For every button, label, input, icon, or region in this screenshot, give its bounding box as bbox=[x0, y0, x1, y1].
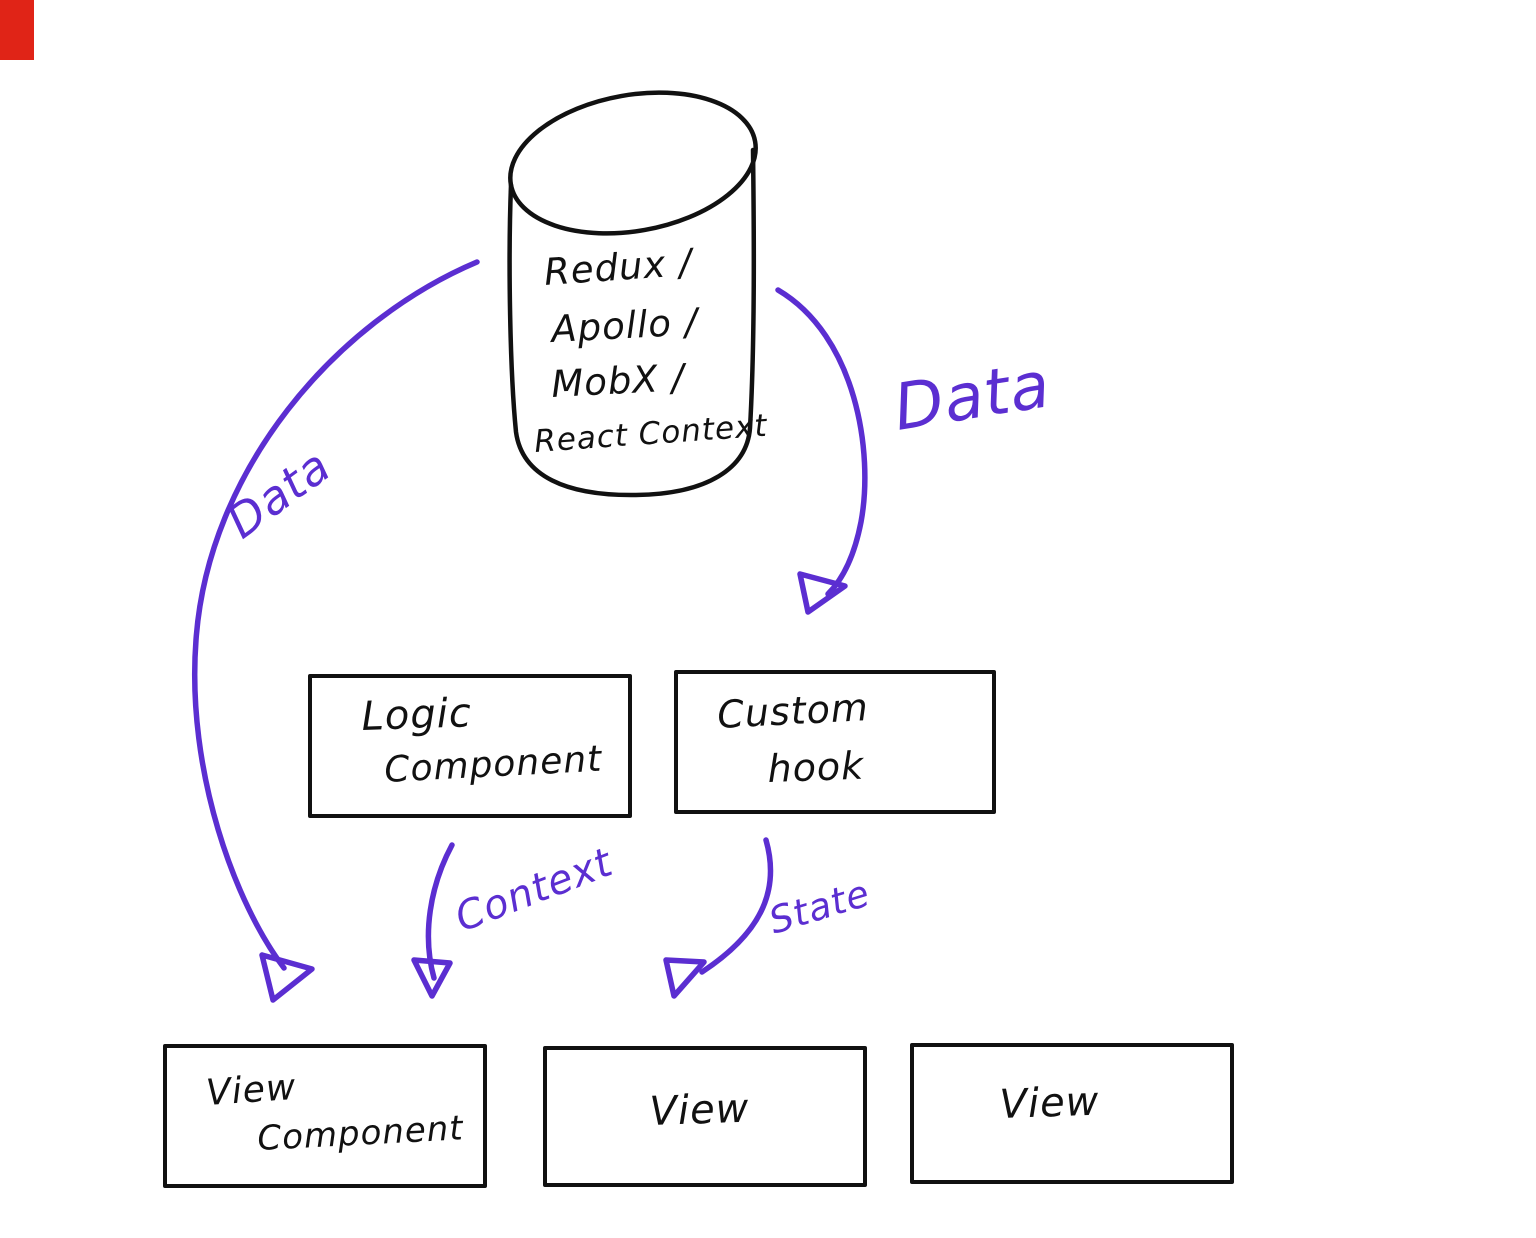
view-middle-box: View bbox=[543, 1046, 867, 1187]
data-label-right: Data bbox=[889, 348, 1055, 446]
custom-hook-box: Custom hook bbox=[674, 670, 996, 814]
logic-component-label-line-1: Logic bbox=[361, 690, 473, 740]
view-right-label: View bbox=[999, 1079, 1100, 1128]
store-label-line-3: MobX / bbox=[550, 356, 688, 406]
cylinder-top-ellipse bbox=[508, 90, 758, 236]
custom-hook-label-line-1: Custom bbox=[716, 685, 870, 737]
custom-hook-rect bbox=[674, 670, 996, 814]
state-arrow-shaft bbox=[699, 837, 774, 975]
context-arrow-shaft bbox=[425, 842, 455, 981]
store-label-line-1: Redux / bbox=[543, 241, 697, 294]
context-arrow-head bbox=[411, 957, 453, 999]
context-label: Context bbox=[449, 839, 619, 941]
cylinder-body bbox=[507, 147, 757, 498]
view-component-rect bbox=[163, 1044, 487, 1188]
view-component-box: View Component bbox=[163, 1044, 487, 1188]
view-middle-rect bbox=[543, 1046, 867, 1187]
logic-component-label-line-2: Component bbox=[383, 739, 604, 791]
view-component-label-line-2: Component bbox=[256, 1108, 465, 1159]
data-arrow-right-head bbox=[797, 571, 848, 615]
custom-hook-label-line-2: hook bbox=[767, 744, 866, 791]
view-right-rect bbox=[910, 1043, 1234, 1184]
data-arrow-left-head bbox=[259, 952, 315, 1003]
data-arrow-right-shaft bbox=[775, 287, 868, 597]
view-component-label-line-1: View bbox=[205, 1067, 298, 1114]
data-arrow-left-shaft bbox=[192, 259, 480, 971]
logic-component-box: Logic Component bbox=[308, 674, 632, 818]
data-store-cylinder: Redux / Apollo / MobX / React Context bbox=[507, 90, 769, 498]
state-arrow-head bbox=[663, 957, 707, 999]
data-arrow-right: Data bbox=[775, 287, 1055, 615]
store-label-line-4: React Context bbox=[533, 408, 769, 460]
state-label: State bbox=[764, 871, 875, 942]
logic-component-rect bbox=[308, 674, 632, 818]
view-middle-label: View bbox=[649, 1086, 750, 1135]
store-label-line-2: Apollo / bbox=[548, 300, 701, 351]
corner-red-mark bbox=[0, 0, 34, 60]
context-arrow: Context bbox=[411, 839, 619, 999]
view-right-box: View bbox=[910, 1043, 1234, 1184]
data-label-left: Data bbox=[217, 438, 341, 549]
state-arrow: State bbox=[663, 837, 875, 999]
